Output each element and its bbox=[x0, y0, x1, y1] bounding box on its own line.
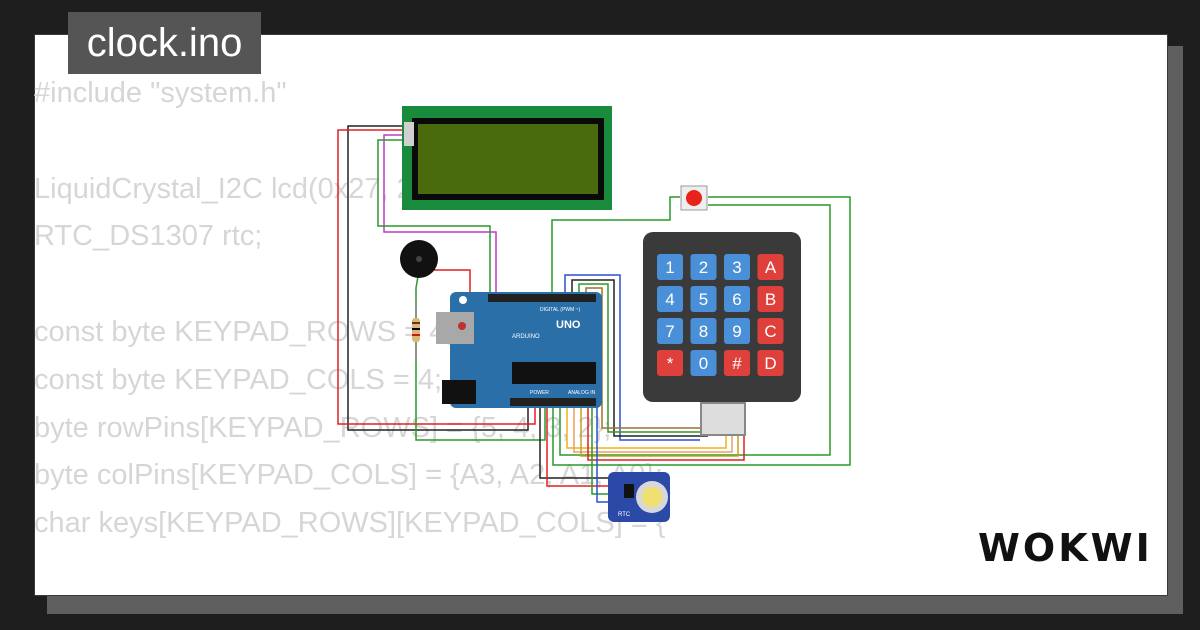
svg-text:1: 1 bbox=[665, 258, 674, 277]
keypad-key-8: 8 bbox=[690, 318, 717, 344]
buzzer bbox=[400, 240, 438, 278]
svg-text:A: A bbox=[765, 258, 777, 277]
svg-text:*: * bbox=[667, 354, 674, 373]
keypad-key-5: 5 bbox=[690, 286, 717, 312]
keypad-key-6: 6 bbox=[724, 286, 750, 312]
svg-text:8: 8 bbox=[699, 322, 708, 341]
arduino-uno: UNO ARDUINO DIGITAL (PWM ~) POWER ANALOG… bbox=[436, 292, 602, 408]
svg-text:0: 0 bbox=[699, 354, 708, 373]
svg-text:D: D bbox=[764, 354, 776, 373]
keypad-key-B: B bbox=[757, 286, 784, 312]
keypad-key-2: 2 bbox=[690, 254, 717, 280]
rtc-module: RTC bbox=[608, 472, 670, 522]
power-header-label: POWER bbox=[530, 390, 549, 396]
wires bbox=[337, 125, 851, 503]
code-line: RTC_DS1307 rtc; bbox=[34, 220, 263, 253]
digital-header-label: DIGITAL (PWM ~) bbox=[540, 307, 580, 313]
svg-text:B: B bbox=[765, 290, 776, 309]
lcd-display bbox=[402, 106, 612, 210]
svg-text:3: 3 bbox=[732, 258, 741, 277]
svg-text:#: # bbox=[732, 354, 742, 373]
svg-text:7: 7 bbox=[665, 322, 674, 341]
keypad-key-0: 0 bbox=[690, 350, 717, 376]
keypad-key-A: A bbox=[757, 254, 784, 280]
keypad-key-#: # bbox=[724, 350, 750, 376]
code-line: char keys[KEYPAD_ROWS][KEYPAD_COLS] = { bbox=[34, 507, 666, 540]
svg-text:9: 9 bbox=[732, 322, 741, 341]
keypad-key-4: 4 bbox=[657, 286, 683, 312]
membrane-keypad: 1 2 3 A 4 5 6 B 7 8 9 C * 0 # D bbox=[643, 232, 801, 436]
keypad-key-1: 1 bbox=[657, 254, 683, 280]
rtc-label: RTC bbox=[618, 512, 631, 518]
svg-text:2: 2 bbox=[699, 258, 708, 277]
keypad-key-7: 7 bbox=[657, 318, 683, 344]
keypad-key-D: D bbox=[757, 350, 784, 376]
keypad-key-*: * bbox=[657, 350, 683, 376]
arduino-brand: ARDUINO bbox=[512, 334, 540, 340]
code-line: byte rowPins[KEYPAD_ROWS] = {5, 4, 3, 2}… bbox=[34, 411, 612, 444]
arduino-model: UNO bbox=[556, 319, 581, 331]
keypad-key-3: 3 bbox=[724, 254, 750, 280]
svg-text:6: 6 bbox=[732, 290, 741, 309]
code-line: #include "system.h" bbox=[34, 77, 287, 109]
push-button bbox=[680, 185, 708, 211]
resistor bbox=[412, 300, 420, 360]
keypad-key-9: 9 bbox=[724, 318, 750, 344]
code-line: const byte KEYPAD_COLS = 4; bbox=[34, 363, 443, 396]
analog-header-label: ANALOG IN bbox=[568, 390, 596, 396]
wokwi-logo: WOKWI bbox=[978, 526, 1153, 570]
svg-text:5: 5 bbox=[699, 290, 708, 309]
svg-text:C: C bbox=[764, 322, 776, 341]
svg-text:4: 4 bbox=[665, 290, 674, 309]
file-title: clock.ino bbox=[68, 12, 261, 74]
keypad-key-C: C bbox=[757, 318, 784, 344]
